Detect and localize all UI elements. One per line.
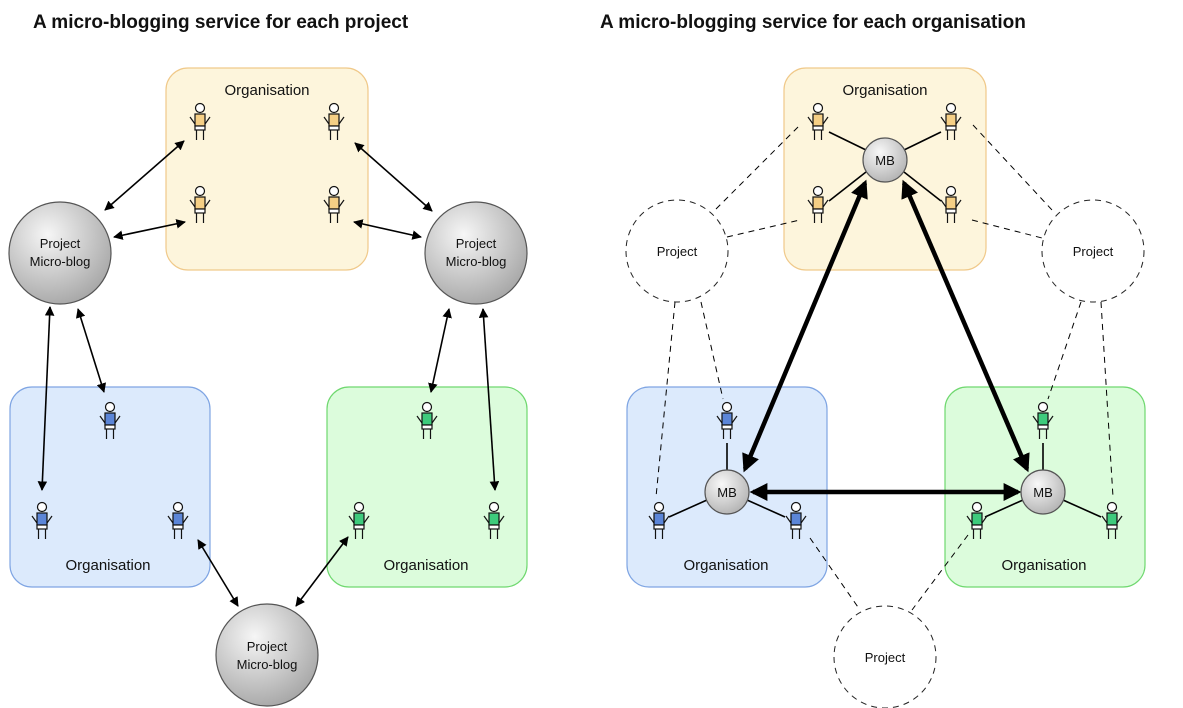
hub-link — [828, 131, 867, 151]
organisation-label: Organisation — [383, 557, 468, 574]
project-microblog-label: Micro-blog — [237, 657, 298, 672]
connection-arrow — [478, 308, 500, 491]
connection-arrow — [76, 308, 106, 393]
dashed-link — [700, 301, 724, 400]
person-icon — [31, 501, 53, 539]
right-diagram: Organisation Organisation Organisation P… — [625, 67, 1146, 708]
organisation-box-green — [326, 386, 528, 588]
project-node: Project — [625, 199, 729, 303]
person-icon — [348, 501, 370, 539]
connection-arrow — [354, 142, 433, 212]
project-dashed-links — [655, 124, 1114, 611]
person-icon — [1101, 501, 1123, 539]
project-microblog-label: Project — [40, 236, 81, 251]
project-microblog-label: Project — [247, 639, 288, 654]
project-microblog-label: Micro-blog — [30, 254, 91, 269]
organisation-box-blue — [9, 386, 211, 588]
project-microblog-label: Micro-blog — [446, 254, 507, 269]
person-icon — [323, 102, 345, 140]
project-microblog-node: Project Micro-blog — [424, 201, 528, 305]
left-diagram-title: A micro-blogging service for each projec… — [33, 12, 409, 33]
microblog-hub: MB — [1020, 469, 1066, 515]
hub-link — [668, 499, 708, 518]
organisation-label: Organisation — [65, 557, 150, 574]
organisation-label: Organisation — [1001, 557, 1086, 574]
project-label: Project — [1073, 244, 1114, 259]
microblog-hub-label: MB — [1033, 485, 1053, 500]
person-icon — [940, 185, 962, 223]
person-icon — [483, 501, 505, 539]
person-icon — [189, 102, 211, 140]
right-diagram-title: A micro-blogging service for each organi… — [600, 12, 1026, 33]
hub-link — [903, 131, 942, 151]
project-node: Project — [1041, 199, 1145, 303]
project-label: Project — [657, 244, 698, 259]
dashed-link — [1047, 301, 1082, 400]
person-icon — [940, 102, 962, 140]
project-microblog-node: Project Micro-blog — [8, 201, 112, 305]
person-icon — [716, 401, 738, 439]
person-icon — [167, 501, 189, 539]
person-icon — [99, 401, 121, 439]
microblog-hub-label: MB — [717, 485, 737, 500]
organisation-label: Organisation — [842, 82, 927, 99]
hub-connection-arrow — [742, 179, 868, 473]
hub-link — [1062, 499, 1102, 518]
left-diagram: Organisation Organisation Organisation P… — [8, 67, 528, 707]
hub-link — [746, 499, 786, 518]
connection-arrow — [197, 539, 239, 607]
person-icon — [416, 401, 438, 439]
microblog-hub: MB — [862, 137, 908, 183]
project-microblog-node: Project Micro-blog — [215, 603, 319, 707]
person-icon — [966, 501, 988, 539]
person-icon — [807, 102, 829, 140]
person-icon — [648, 501, 670, 539]
hub-connection-arrow — [901, 179, 1030, 473]
hub-link — [984, 499, 1024, 518]
connection-arrow — [37, 306, 55, 491]
dashed-link — [715, 124, 801, 210]
person-icon — [1032, 401, 1054, 439]
dashed-link — [972, 124, 1053, 211]
project-microblog-label: Project — [456, 236, 497, 251]
microblog-hub: MB — [704, 469, 750, 515]
project-node: Project — [833, 605, 937, 708]
connection-arrow — [428, 308, 452, 393]
hub-connections — [742, 179, 1030, 501]
person-icon — [807, 185, 829, 223]
project-label: Project — [865, 650, 906, 665]
connection-arrow — [353, 219, 422, 240]
left-connections — [37, 140, 500, 607]
connection-arrow — [295, 536, 349, 607]
person-icon — [323, 185, 345, 223]
connection-arrow — [104, 140, 185, 211]
dashed-link — [809, 537, 861, 611]
person-icon — [189, 185, 211, 223]
organisation-label: Organisation — [683, 557, 768, 574]
connection-arrow — [113, 219, 186, 240]
microblog-hub-label: MB — [875, 153, 895, 168]
dashed-link — [911, 534, 969, 611]
person-icon — [785, 501, 807, 539]
organisation-label: Organisation — [224, 82, 309, 99]
